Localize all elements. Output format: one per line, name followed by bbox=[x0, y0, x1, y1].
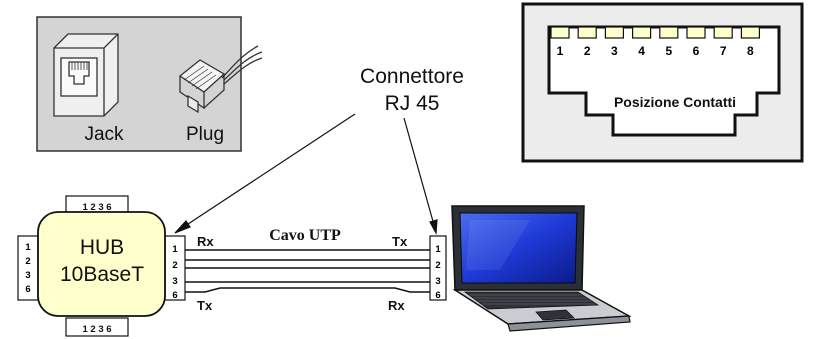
contact-pin-6 bbox=[686, 26, 706, 39]
pc-port-pin-1: 1 bbox=[435, 244, 441, 255]
contact-pins: 1 2 3 4 5 6 7 8 bbox=[550, 26, 761, 58]
pc-port-pin-2: 2 bbox=[435, 260, 440, 271]
contact-pin-3 bbox=[604, 26, 625, 39]
pc-side-tx-label: Tx bbox=[392, 234, 408, 249]
rj45-plug-icon bbox=[178, 45, 263, 114]
hub-right-pin-3: 3 bbox=[172, 276, 177, 287]
plug-label: Plug bbox=[186, 124, 224, 145]
hub-side-tx-label: Tx bbox=[197, 298, 213, 313]
pc-side-rx-label: Rx bbox=[388, 298, 405, 313]
contact-pin-7 bbox=[713, 26, 733, 39]
pinout-caption: Posizione Contatti bbox=[614, 94, 736, 110]
hub-top-port-pins: 1 2 3 6 bbox=[82, 202, 111, 213]
connector-label-line2: RJ 45 bbox=[385, 92, 440, 115]
contact-pin-number-3: 3 bbox=[611, 44, 618, 58]
hub-left-pin-2: 2 bbox=[25, 256, 30, 267]
contact-pin-4 bbox=[631, 26, 652, 39]
hub-label-line1: HUB bbox=[80, 236, 124, 259]
contact-pin-5 bbox=[659, 26, 679, 39]
contact-pin-number-6: 6 bbox=[693, 44, 700, 58]
hub-left-pin-1: 1 bbox=[25, 242, 31, 253]
rj45-jack-icon bbox=[53, 33, 119, 117]
hub-side-rx-label: Rx bbox=[197, 234, 214, 249]
pc-port: 1 2 3 6 bbox=[429, 235, 447, 301]
hub-label-line2: 10BaseT bbox=[60, 263, 144, 286]
pc-port-pin-6: 6 bbox=[435, 290, 440, 301]
hub-right-pin-6: 6 bbox=[172, 290, 177, 301]
contact-pin-number-1: 1 bbox=[557, 44, 564, 58]
hub-left-pin-3: 3 bbox=[25, 270, 30, 281]
jack-label: Jack bbox=[84, 124, 124, 145]
contact-pin-number-2: 2 bbox=[584, 44, 591, 58]
contact-pin-1 bbox=[550, 26, 570, 39]
hub-left-pin-6: 6 bbox=[25, 284, 30, 295]
rj45-socket-outline bbox=[547, 25, 781, 137]
jack-plug-panel: Jack Plug bbox=[36, 16, 263, 152]
contact-pin-number-7: 7 bbox=[720, 44, 727, 58]
connector-pointer-arrows bbox=[174, 113, 438, 236]
laptop-icon bbox=[451, 205, 632, 332]
contact-pin-number-8: 8 bbox=[747, 44, 754, 58]
contact-pin-8 bbox=[740, 26, 761, 39]
hub-right-pin-1: 1 bbox=[172, 244, 178, 255]
contact-pin-number-5: 5 bbox=[665, 44, 672, 58]
contact-pin-2 bbox=[577, 26, 597, 39]
hub-body bbox=[37, 211, 166, 317]
hub: 1 2 3 6 1 2 3 6 1 2 3 6 1 2 3 6 HUB 10Ba… bbox=[17, 195, 186, 337]
hub-right-pin-2: 2 bbox=[172, 260, 177, 271]
pc-port-pin-3: 3 bbox=[435, 276, 440, 287]
cable-label: Cavo UTP bbox=[269, 227, 341, 244]
hub-bottom-port-pins: 1 2 3 6 bbox=[82, 324, 111, 335]
connector-label-line1: Connettore bbox=[360, 65, 464, 88]
utp-cable bbox=[185, 249, 430, 293]
pinout-panel: 1 2 3 4 5 6 7 8 Posizione Contatti bbox=[521, 2, 804, 163]
contact-pin-number-4: 4 bbox=[638, 44, 645, 58]
